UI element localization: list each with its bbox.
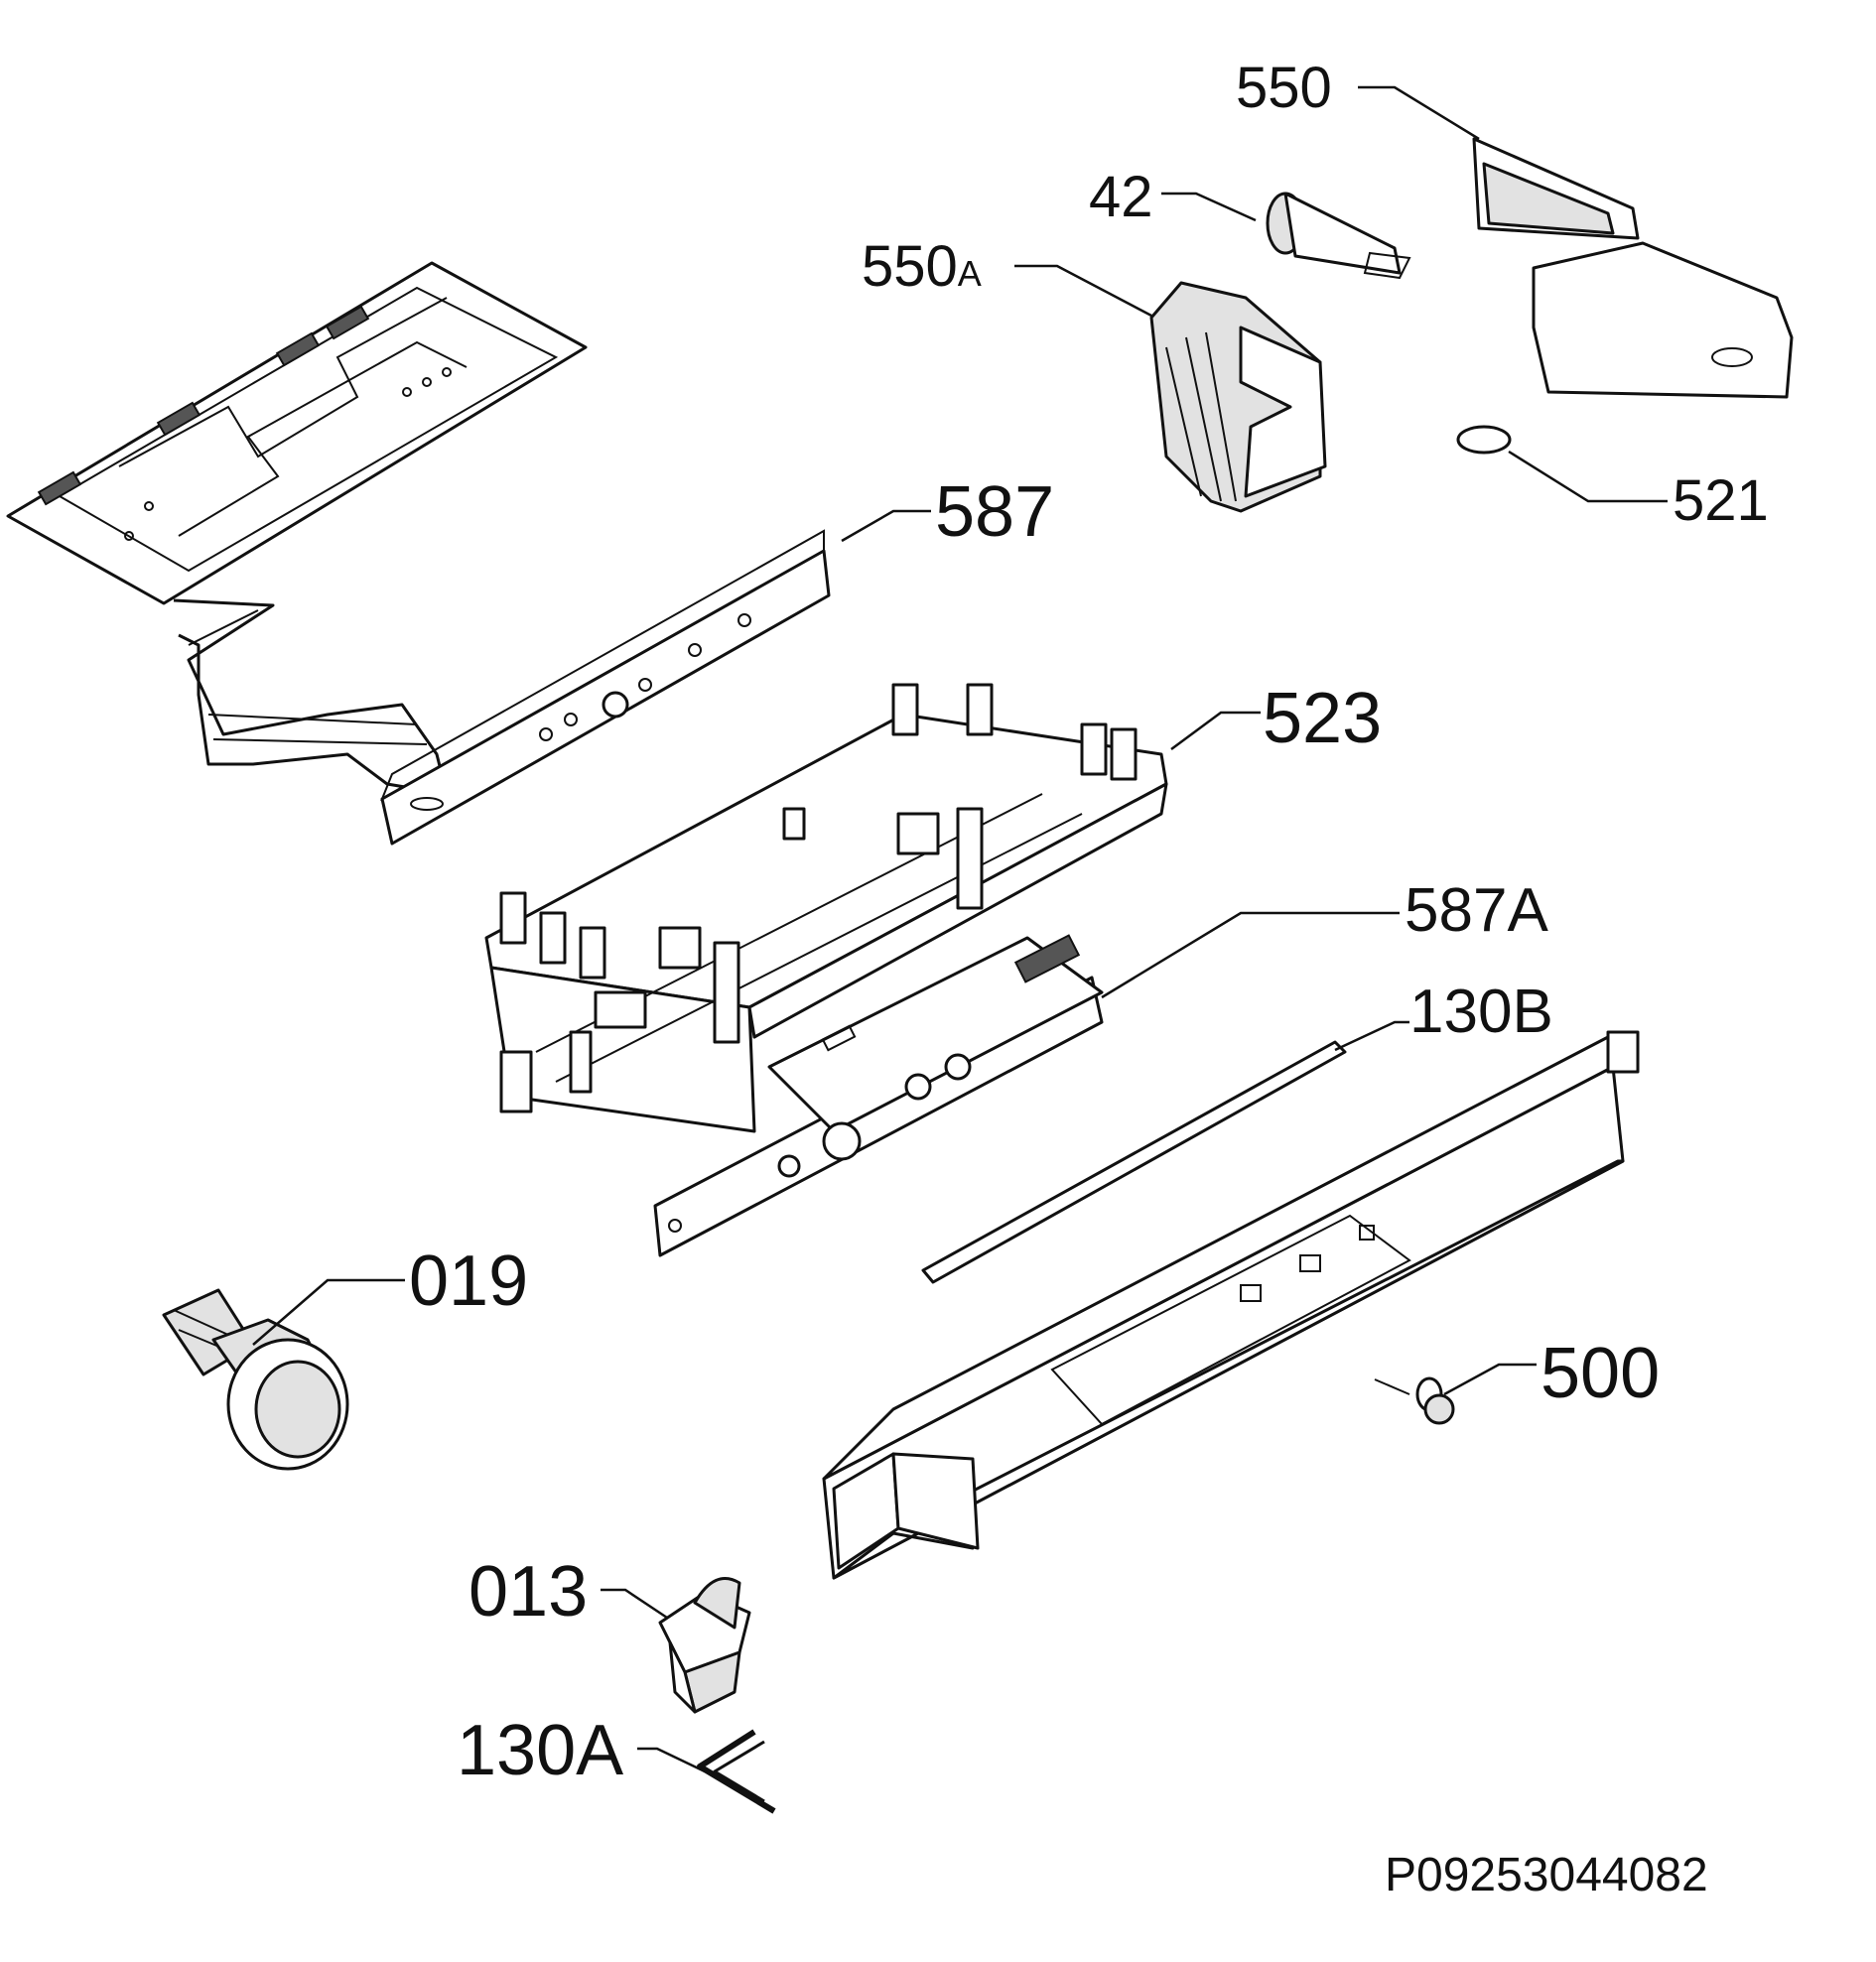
callout-521: 521 [1673,468,1769,533]
part-130a-bracket [697,1729,776,1814]
callout-42: 42 [1089,165,1153,229]
pcb-board [6,261,588,605]
part-521-ring [1456,425,1512,455]
callout-550: 550 [1236,56,1332,120]
part-019-bulb [162,1288,349,1471]
callout-013: 013 [469,1552,588,1632]
part-550-cover [1472,137,1794,399]
callout-130a: 130A [457,1711,623,1790]
front-panel [822,1030,1640,1580]
leader-lines [252,85,1668,1773]
part-013-switch [658,1577,751,1714]
ribbon-cable [173,598,449,796]
part-550a-end-cap [1149,281,1327,513]
callout-587a: 587A [1405,876,1548,945]
callout-550a-number: 550 [862,234,958,299]
callout-550a: 550A [862,234,982,299]
callout-500: 500 [1541,1334,1660,1413]
callout-587: 587 [935,472,1054,552]
part-130b-light-rod [921,1040,1347,1284]
callout-550a-suffix: A [958,253,982,294]
part-587a-circuit-strip [653,934,1104,1257]
callout-019: 019 [409,1242,528,1321]
callout-523: 523 [1263,679,1382,758]
part-42-connector [1266,192,1411,280]
part-587-control-strip [380,529,831,846]
part-523-frame [484,683,1168,1133]
callout-130b: 130B [1409,978,1553,1046]
part-500-button [1374,1376,1455,1425]
drawing-number: P09253044082 [1385,1849,1708,1901]
